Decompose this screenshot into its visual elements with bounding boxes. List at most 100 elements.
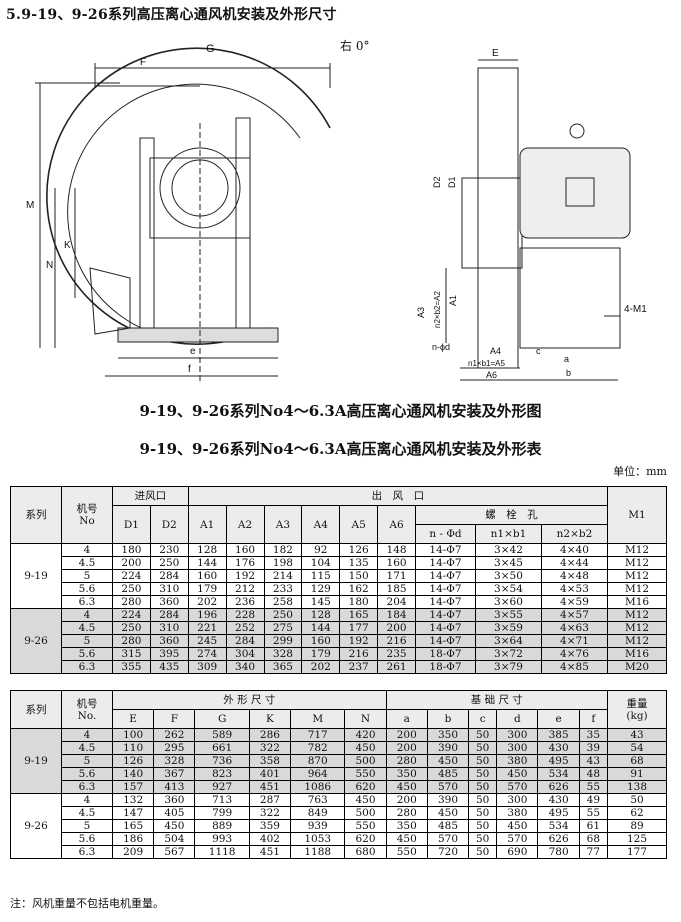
th-series: 系列	[10, 486, 62, 544]
table-cell: 14-Φ7	[415, 595, 476, 609]
table-cell: M12	[607, 621, 667, 635]
table-cell: 4×85	[540, 660, 609, 674]
table-cell: 1118	[194, 845, 250, 859]
table-cell: 358	[248, 754, 292, 768]
table-cell: 145	[301, 595, 341, 609]
th-inlet: 进风口	[112, 486, 189, 506]
rotation-label: 右 0°	[340, 38, 369, 53]
table-cell: 280	[112, 634, 151, 648]
table-cell: 50	[468, 819, 498, 833]
table-cell: 4×40	[540, 543, 609, 557]
table-cell: 6.3	[61, 845, 113, 859]
table-cell: M12	[607, 634, 667, 648]
table-cell: 350	[426, 728, 470, 742]
table-cell: 14-Φ7	[415, 582, 476, 596]
th-col: A1	[187, 505, 227, 544]
table-cell: 216	[339, 647, 379, 661]
footnote: 注：风机重量不包括电机重量。	[10, 897, 164, 910]
table-cell: 360	[153, 793, 196, 807]
front-view-drawing	[35, 47, 331, 383]
th-base: 基 础 尺 寸	[385, 690, 609, 710]
label-E: E	[492, 48, 499, 59]
table-cell: 4.5	[61, 556, 113, 570]
table-cell: 782	[290, 741, 346, 755]
table-cell: 402	[248, 832, 292, 846]
table-cell: 135	[339, 556, 379, 570]
table-cell: 5	[61, 569, 113, 583]
table-cell: 430	[537, 741, 580, 755]
table-cell: 315	[112, 647, 151, 661]
table-cell: 216	[377, 634, 416, 648]
table-cell: 160	[377, 556, 416, 570]
series-cell: 9-26	[10, 608, 62, 674]
table-cell: 300	[496, 728, 539, 742]
table-cell: 304	[225, 647, 265, 661]
table-cell: 150	[339, 569, 379, 583]
table-cell: 310	[149, 621, 189, 635]
th-col: D2	[149, 505, 189, 544]
table-cell: 322	[248, 806, 292, 820]
table-cell: 451	[248, 845, 292, 859]
table-cell: 68	[607, 754, 667, 768]
label-A6: A6	[486, 370, 497, 380]
label-A5: n1×b1=A5	[468, 359, 505, 368]
table-cell: 14-Φ7	[415, 608, 476, 622]
table-dimensions: 系列 机号 No. 外 形 尺 寸 基 础 尺 寸 重量 (kg) E F G …	[10, 690, 667, 859]
page-header: 5.9-19、9-26系列高压离心通风机安装及外形尺寸	[6, 7, 337, 23]
th-col: A2	[225, 505, 265, 544]
table-cell: 43	[607, 728, 667, 742]
table-cell: 160	[301, 634, 341, 648]
table-cell: 177	[607, 845, 667, 859]
table-cell: 126	[339, 543, 379, 557]
th-col: K	[248, 709, 292, 729]
table-cell: 500	[344, 806, 387, 820]
table-cell: M12	[607, 569, 667, 583]
table-cell: 661	[194, 741, 250, 755]
table-cell: 5	[61, 754, 113, 768]
table-cell: 350	[385, 767, 428, 781]
table-cell: 14-Φ7	[415, 556, 476, 570]
table-cell: 620	[344, 780, 387, 794]
table-cell: 4.5	[61, 621, 113, 635]
table-cell: 204	[377, 595, 416, 609]
table-cell: M12	[607, 582, 667, 596]
label-n-d: n-ϕd	[432, 342, 450, 352]
label-D1: D1	[447, 176, 457, 188]
table-cell: 192	[225, 569, 265, 583]
table-cell: 50	[607, 793, 667, 807]
table-cell: 35	[578, 728, 609, 742]
table-cell: 626	[537, 832, 580, 846]
label-e: e	[190, 346, 196, 357]
table-cell: 550	[344, 819, 387, 833]
table-cell: 367	[153, 767, 196, 781]
table-cell: 50	[468, 754, 498, 768]
table-cell: 310	[149, 582, 189, 596]
table-cell: 236	[225, 595, 265, 609]
table-cell: 550	[385, 845, 428, 859]
table-cell: 5.6	[61, 647, 113, 661]
table-cell: 450	[385, 780, 428, 794]
table-cell: 390	[426, 793, 470, 807]
table-cell: 4	[61, 608, 113, 622]
table-cell: 50	[468, 741, 498, 755]
table-cell: 299	[263, 634, 303, 648]
table-cell: 49	[578, 793, 609, 807]
table-cell: 91	[607, 767, 667, 781]
th-col: A5	[339, 505, 379, 544]
table-cell: 250	[149, 556, 189, 570]
table-cell: 138	[607, 780, 667, 794]
table-cell: 450	[344, 793, 387, 807]
table-cell: 3×72	[474, 647, 542, 661]
table-cell: 89	[607, 819, 667, 833]
table-cell: 450	[426, 806, 470, 820]
table-cell: 430	[537, 793, 580, 807]
